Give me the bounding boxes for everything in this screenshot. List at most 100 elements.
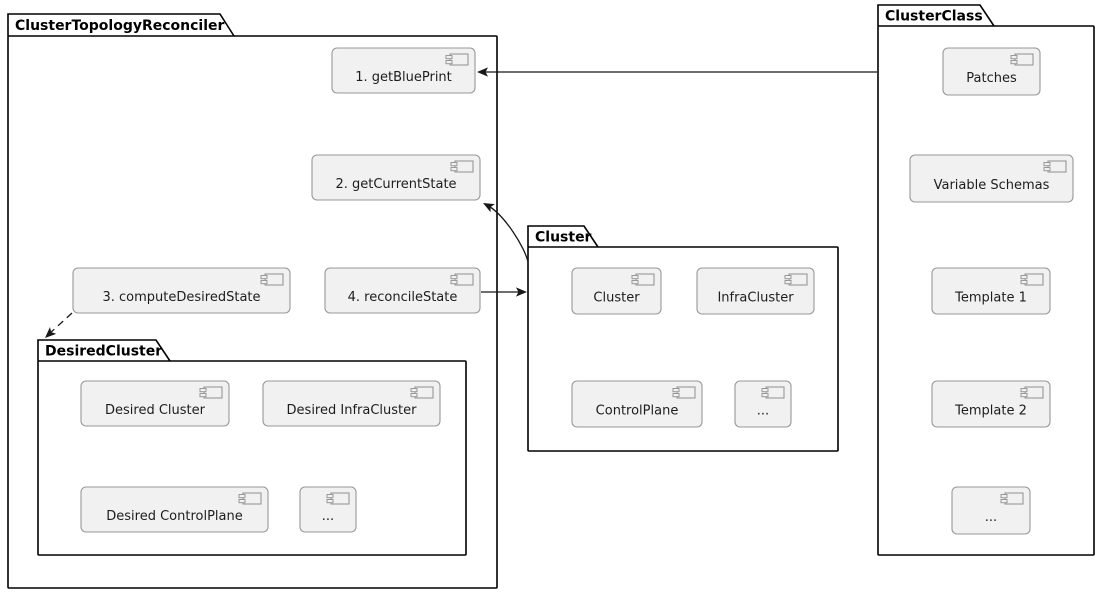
component-label-template-2: Template 2: [954, 404, 1027, 419]
component-box-get-blueprint[interactable]: [331, 47, 476, 94]
component-icon-tab-bottom: [260, 280, 268, 285]
component-template-2[interactable]: Template 2: [931, 380, 1051, 428]
edge-arrowhead-edge-cluster-to-getcurrentstate: [483, 203, 495, 213]
component-icon-tab-bottom: [199, 393, 207, 398]
component-get-current-state[interactable]: 2. getCurrentState: [311, 154, 481, 201]
component-icon-tab-top: [672, 388, 680, 393]
component-label-controlplane-comp: ControlPlane: [596, 404, 679, 419]
component-icon-tab-top: [1020, 388, 1028, 393]
package-label-cluster-topology-reconciler: ClusterTopologyReconciler: [15, 18, 225, 34]
component-icon-body: [242, 492, 262, 505]
component-desired-cluster-comp[interactable]: Desired Cluster: [80, 380, 230, 427]
component-variable-schemas[interactable]: Variable Schemas: [909, 154, 1074, 203]
component-box-compute-desired-state[interactable]: [72, 267, 291, 314]
component-icon-tab-bottom: [1000, 499, 1008, 504]
component-compute-desired-state[interactable]: 3. computeDesiredState: [72, 267, 291, 314]
component-icon: [1010, 53, 1034, 66]
component-label-cluster-comp: Cluster: [593, 291, 640, 306]
package-label-desired-cluster: DesiredCluster: [45, 344, 162, 360]
component-cluster-ellipsis[interactable]: ...: [734, 380, 792, 428]
component-icon-tab-top: [1000, 494, 1008, 499]
component-icon-body: [1047, 160, 1067, 173]
package-label-cluster: Cluster: [535, 230, 592, 246]
component-reconcile-state[interactable]: 4. reconcileState: [324, 267, 481, 314]
component-controlplane-comp[interactable]: ControlPlane: [571, 380, 703, 428]
edges-layer: [45, 67, 877, 338]
component-box-desired-infracluster[interactable]: [262, 380, 441, 427]
component-label-infracluster-comp: InfraCluster: [717, 291, 794, 306]
component-patches[interactable]: Patches: [942, 47, 1041, 96]
component-box-desired-controlplane[interactable]: [80, 486, 269, 533]
component-icon-tab-top: [784, 275, 792, 280]
edge-edge-reconcilestate-to-cluster: [481, 287, 527, 297]
component-label-reconcile-state: 4. reconcileState: [348, 290, 458, 305]
component-desired-infracluster[interactable]: Desired InfraCluster: [262, 380, 441, 427]
component-icon: [631, 273, 655, 286]
component-icon-tab-bottom: [1010, 60, 1018, 65]
component-icon: [450, 160, 474, 173]
component-box-template-1[interactable]: [931, 267, 1051, 315]
component-icon: [761, 386, 785, 399]
component-label-desired-ellipsis: ...: [322, 509, 334, 524]
component-icon-tab-top: [450, 162, 458, 167]
component-desired-ellipsis[interactable]: ...: [299, 486, 357, 533]
component-icon-tab-top: [326, 494, 334, 499]
component-icon-tab-top: [238, 494, 246, 499]
component-icon-body: [1024, 386, 1044, 399]
component-box-reconcile-state[interactable]: [324, 267, 481, 314]
component-icon-tab-bottom: [761, 393, 769, 398]
component-box-variable-schemas[interactable]: [909, 154, 1074, 203]
component-icon-tab-top: [445, 55, 453, 60]
component-infracluster-comp[interactable]: InfraCluster: [696, 267, 815, 315]
component-icon: [410, 386, 434, 399]
component-icon-body: [1024, 273, 1044, 286]
component-icon-tab-top: [199, 388, 207, 393]
component-icon-body: [1004, 492, 1024, 505]
edge-line-edge-computedesiredstate-to-desiredcluster: [48, 312, 73, 335]
component-icon-tab-bottom: [1020, 280, 1028, 285]
edge-edge-computedesiredstate-to-desiredcluster: [45, 312, 73, 338]
component-icon-tab-top: [761, 388, 769, 393]
component-icon-body: [264, 273, 284, 286]
component-box-infracluster-comp[interactable]: [696, 267, 815, 315]
component-icon-tab-bottom: [1020, 393, 1028, 398]
component-icon: [260, 273, 284, 286]
component-icon-body: [765, 386, 785, 399]
edge-arrowhead-edge-clusterclass-to-getblueprint: [477, 67, 488, 77]
component-box-controlplane-comp[interactable]: [571, 380, 703, 428]
component-desired-controlplane[interactable]: Desired ControlPlane: [80, 486, 269, 533]
component-icon-tab-top: [1020, 275, 1028, 280]
component-icon-tab-bottom: [445, 60, 453, 65]
package-label-cluster-class: ClusterClass: [885, 9, 983, 25]
component-icon-tab-top: [1043, 162, 1051, 167]
component-box-desired-cluster-comp[interactable]: [80, 380, 230, 427]
component-icon-tab-top: [1010, 55, 1018, 60]
edge-edge-clusterclass-to-getblueprint: [477, 67, 877, 77]
component-label-get-blueprint: 1. getBluePrint: [355, 70, 452, 85]
component-box-template-2[interactable]: [931, 380, 1051, 428]
component-box-get-current-state[interactable]: [311, 154, 481, 201]
component-icon-tab-bottom: [1043, 167, 1051, 172]
edge-arrowhead-edge-computedesiredstate-to-desiredcluster: [45, 327, 57, 338]
component-icon-body: [414, 386, 434, 399]
component-icon-tab-bottom: [238, 499, 246, 504]
component-icon: [199, 386, 223, 399]
component-cluster-comp[interactable]: Cluster: [571, 267, 662, 315]
component-icon-tab-top: [631, 275, 639, 280]
component-clusterclass-ellipsis[interactable]: ...: [951, 486, 1031, 535]
component-icon: [1020, 386, 1044, 399]
component-icon: [238, 492, 262, 505]
component-label-get-current-state: 2. getCurrentState: [335, 177, 456, 192]
component-icon-body: [203, 386, 223, 399]
component-icon: [445, 53, 469, 66]
component-icon-tab-top: [410, 388, 418, 393]
component-icon-body: [454, 273, 474, 286]
component-icon-tab-bottom: [450, 167, 458, 172]
component-icon: [326, 492, 350, 505]
edge-line-edge-cluster-to-getcurrentstate: [486, 204, 529, 263]
component-get-blueprint[interactable]: 1. getBluePrint: [331, 47, 476, 94]
component-label-patches: Patches: [966, 71, 1017, 86]
component-template-1[interactable]: Template 1: [931, 267, 1051, 315]
component-icon-body: [635, 273, 655, 286]
components-layer: 1. getBluePrint 2. getCurrentState 3. comp…: [72, 47, 1074, 535]
